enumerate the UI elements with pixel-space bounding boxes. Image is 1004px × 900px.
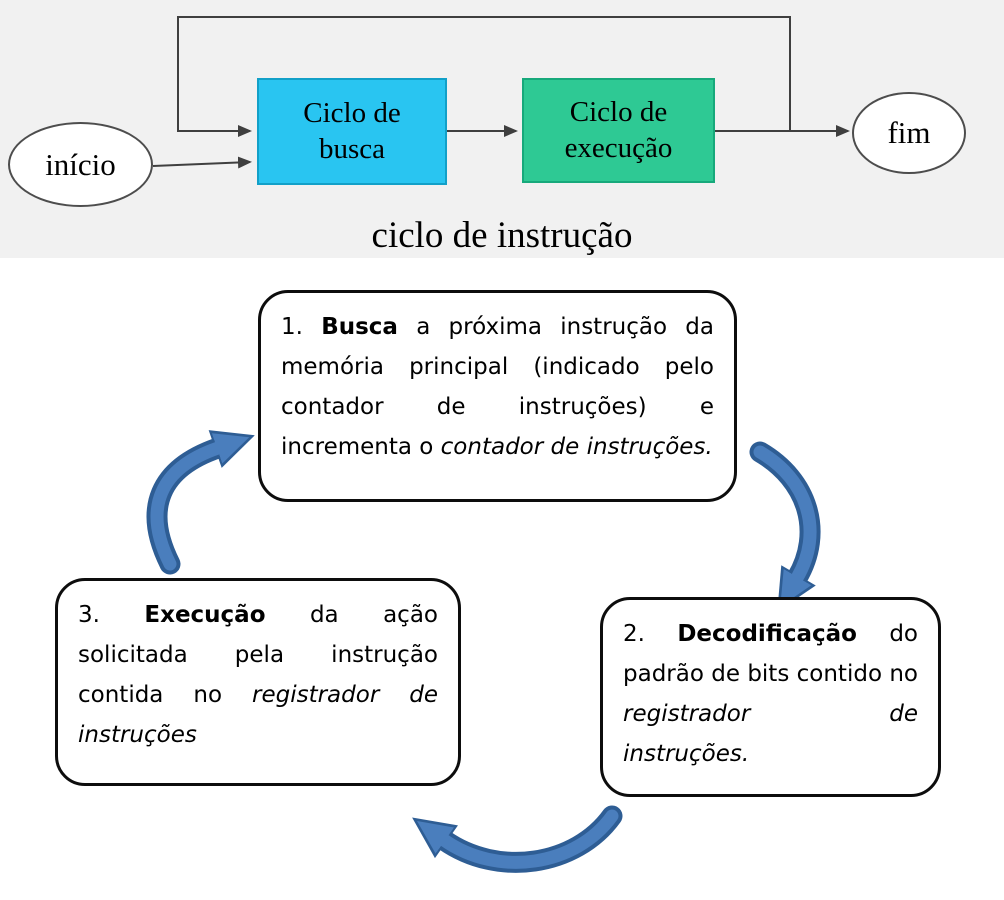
arrow-step3-to-step1 xyxy=(150,433,250,571)
end-node: fim xyxy=(852,92,966,174)
step-3-text: 3. Execução da ação solicitada pela inst… xyxy=(78,602,438,748)
step-2-text: 2. Decodificação do padrão de bits conti… xyxy=(623,621,918,767)
start-node: início xyxy=(8,122,153,207)
arrow-step1-to-step2-outline xyxy=(749,441,821,612)
step-1-text: 1. Busca a próxima instrução da memória … xyxy=(281,314,714,460)
arrow-step1-to-step2 xyxy=(753,445,817,607)
step-2-decode-box: 2. Decodificação do padrão de bits conti… xyxy=(600,597,941,797)
flowchart-section: início Ciclo de busca Ciclo de execução … xyxy=(0,0,1004,258)
arrow-step3-to-step1-outline xyxy=(146,430,255,575)
step-1-fetch-box: 1. Busca a próxima instrução da memória … xyxy=(258,290,737,502)
flowchart-caption: ciclo de instrução xyxy=(371,215,633,256)
flowchart-connectors xyxy=(152,16,850,169)
end-label: fim xyxy=(887,115,931,150)
arrow-start-to-fetch xyxy=(152,156,252,169)
fetch-cycle-label: Ciclo de busca xyxy=(303,97,401,165)
start-label: início xyxy=(45,146,116,182)
arrow-step2-to-step3-outline xyxy=(412,805,623,873)
feedback-loop-line xyxy=(177,16,791,137)
arrow-step2-to-step3 xyxy=(416,809,619,869)
connector-lines xyxy=(152,16,850,169)
step-3-execute-box: 3. Execução da ação solicitada pela inst… xyxy=(55,578,461,786)
execute-cycle-label: Ciclo de execução xyxy=(564,96,673,164)
execute-cycle-box: Ciclo de execução xyxy=(522,78,715,183)
fetch-cycle-box: Ciclo de busca xyxy=(257,78,447,185)
